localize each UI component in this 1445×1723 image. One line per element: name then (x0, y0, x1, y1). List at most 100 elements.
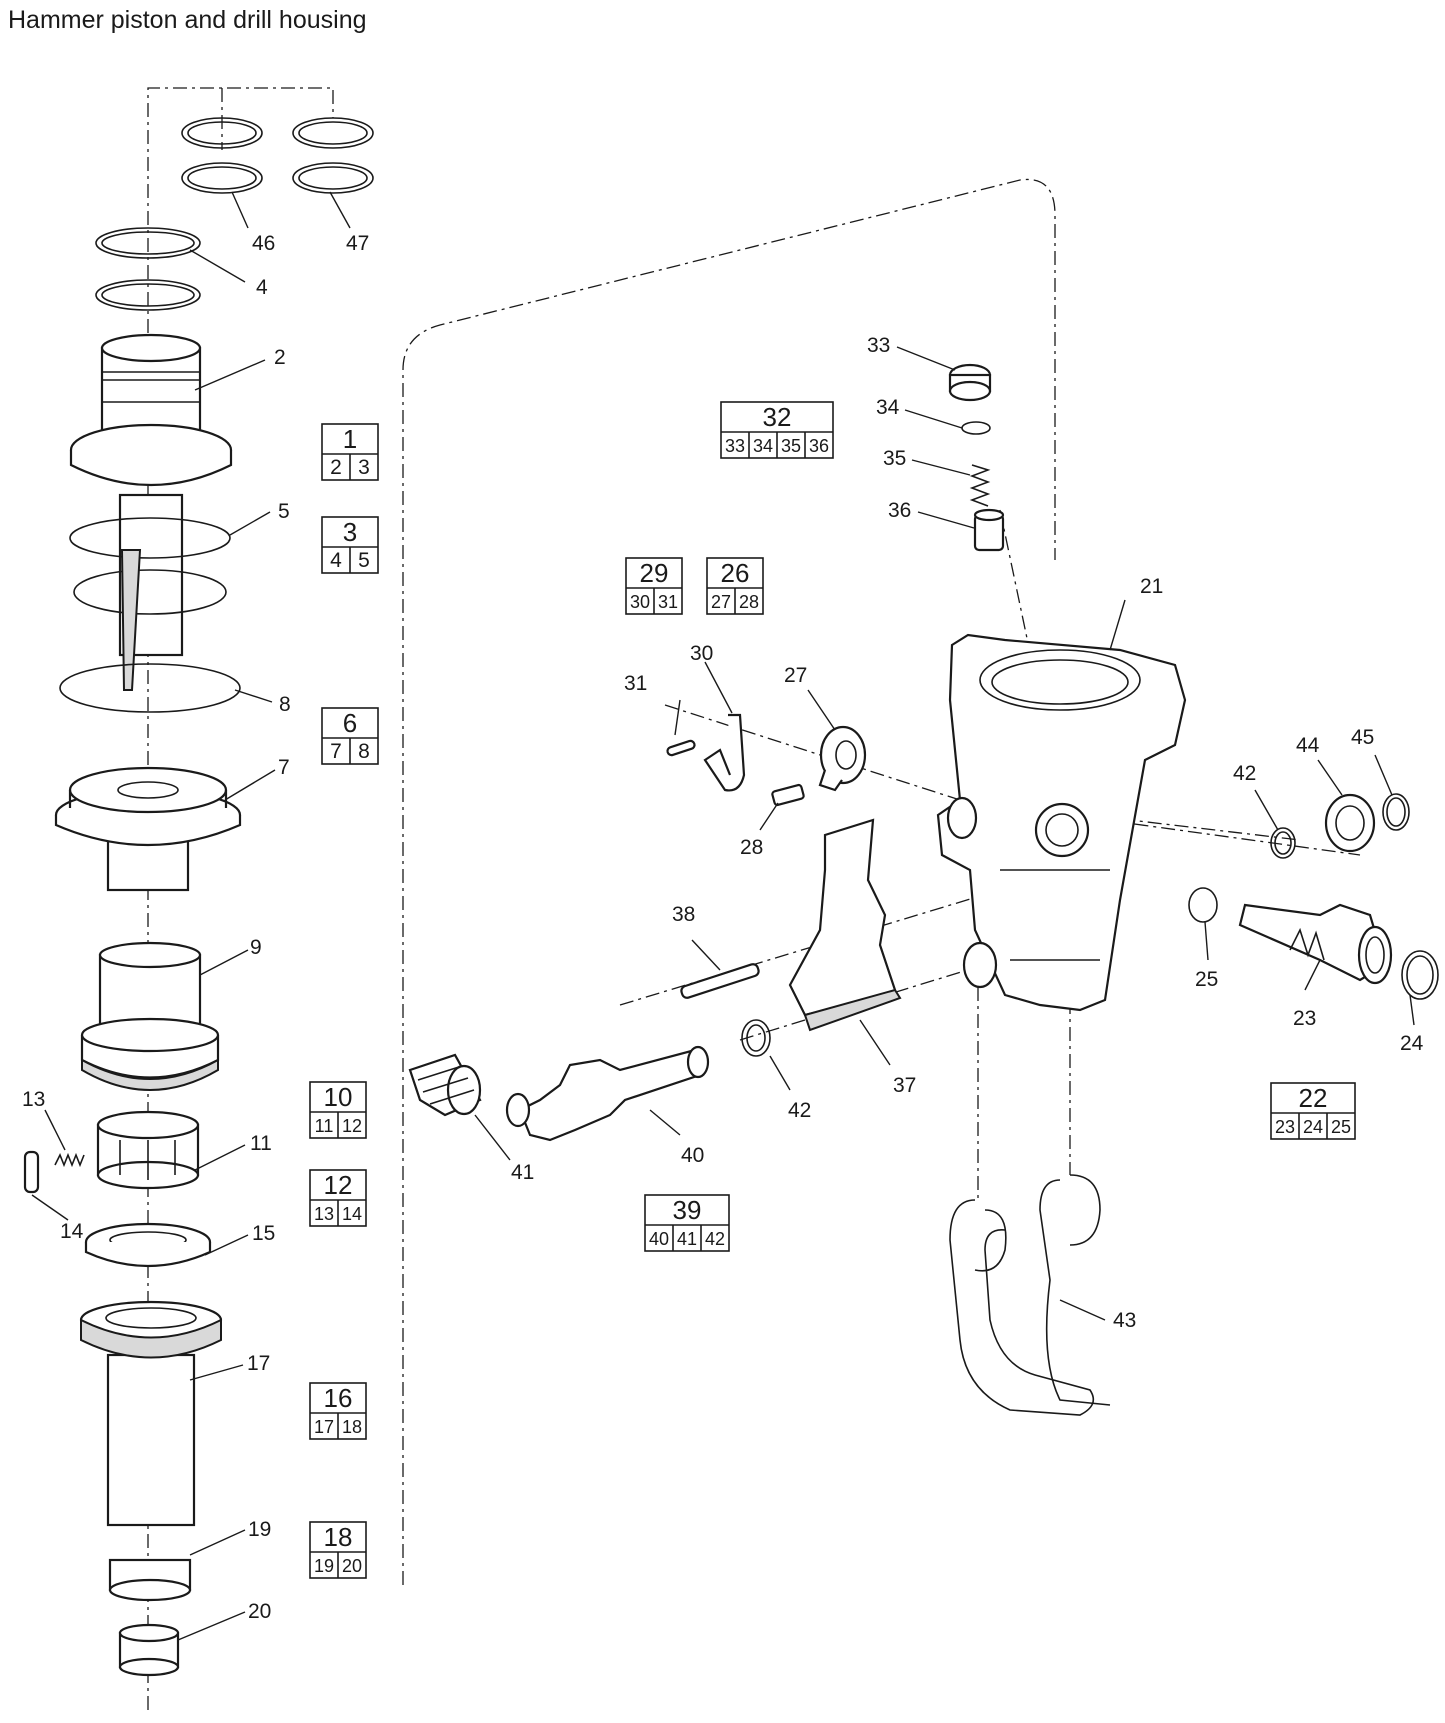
kit-main-number: 26 (721, 558, 750, 588)
label-43: 43 (1113, 1309, 1136, 1332)
kit-sub-number: 35 (781, 436, 801, 456)
kit-sub-number: 7 (330, 740, 342, 763)
kit-main-number: 16 (324, 1383, 353, 1413)
label-42-right: 42 (1233, 762, 1256, 785)
label-33: 33 (867, 334, 890, 357)
nut-44 (1324, 793, 1376, 853)
leader-lines (31, 191, 1415, 1641)
label-21: 21 (1140, 575, 1163, 598)
label-28: 28 (740, 836, 763, 859)
kit-sub-number: 25 (1331, 1117, 1351, 1137)
label-40: 40 (681, 1144, 704, 1167)
assembly-guide-lines (147, 87, 1361, 1710)
label-41: 41 (511, 1161, 534, 1184)
kit-sub-number: 11 (315, 1116, 334, 1136)
kit-main-number: 3 (343, 517, 357, 547)
pin-14 (23, 1150, 40, 1194)
kit-sub-number: 30 (630, 592, 650, 612)
kit-main-number: 29 (640, 558, 669, 588)
label-2: 2 (274, 346, 286, 369)
label-23: 23 (1293, 1007, 1316, 1030)
hose-43 (949, 1174, 1111, 1416)
kit-main-number: 22 (1299, 1083, 1328, 1113)
plug-33 (948, 363, 992, 402)
kit-main-number: 1 (343, 424, 357, 454)
o-ring-24 (1401, 950, 1439, 1000)
kit-sub-number: 24 (1303, 1117, 1323, 1137)
label-47: 47 (346, 232, 369, 255)
label-46: 46 (252, 232, 275, 255)
kit-sub-number: 12 (342, 1116, 362, 1136)
o-ring-42-left (741, 1019, 771, 1057)
rod-38 (680, 963, 760, 999)
label-5: 5 (278, 500, 290, 523)
kit-sub-number: 27 (711, 592, 731, 612)
kit-box-29: 29 30 31 (625, 557, 683, 615)
kit-box-10: 10 11 12 (309, 1081, 367, 1139)
label-30: 30 (690, 642, 713, 665)
kit-sub-number: 2 (330, 456, 342, 479)
kit-sub-number: 34 (753, 436, 773, 456)
bracket-27 (818, 725, 867, 792)
kit-sub-number: 8 (358, 740, 370, 763)
label-45: 45 (1351, 726, 1374, 749)
kit-main-number: 39 (673, 1195, 702, 1225)
gear-9 (80, 941, 220, 1091)
kit-main-number: 32 (763, 402, 792, 432)
label-14: 14 (60, 1220, 84, 1243)
gear-shaft-17 (79, 1300, 223, 1527)
nut-20 (118, 1623, 180, 1677)
o-ring-25 (1188, 887, 1218, 923)
label-19: 19 (248, 1518, 271, 1541)
bushing-7 (54, 766, 242, 892)
kit-box-26: 26 27 28 (706, 557, 764, 615)
bellows-41 (408, 1053, 482, 1117)
washer-15 (84, 1222, 212, 1268)
spring-35 (969, 464, 991, 507)
kit-box-frame (644, 1194, 730, 1252)
o-rings-5 (69, 517, 231, 691)
kit-main-number: 6 (343, 708, 357, 738)
label-42-left: 42 (788, 1099, 811, 1122)
kit-sub-number: 19 (314, 1556, 334, 1576)
circlip-45 (1382, 793, 1410, 831)
kit-sub-number: 20 (342, 1556, 362, 1576)
label-24: 24 (1400, 1032, 1424, 1055)
kit-box-frame (706, 557, 764, 615)
kit-main-number: 10 (324, 1082, 353, 1112)
kit-sub-number: 5 (358, 549, 370, 572)
retaining-rings-46 (181, 117, 263, 194)
label-8: 8 (279, 693, 291, 716)
label-9: 9 (250, 936, 262, 959)
kit-sub-number: 31 (658, 592, 678, 612)
clip-30 (703, 713, 746, 792)
o-ring-8 (59, 663, 241, 713)
sleeve-19 (108, 1558, 192, 1602)
label-34: 34 (876, 396, 900, 419)
kit-sub-number: 41 (677, 1229, 697, 1249)
kit-sub-number: 13 (314, 1204, 334, 1224)
label-31: 31 (624, 672, 647, 695)
screw-28 (771, 783, 805, 807)
kit-sub-number: 28 (739, 592, 759, 612)
kit-sub-number: 3 (358, 456, 370, 479)
label-44: 44 (1296, 734, 1320, 757)
kit-sub-number: 17 (314, 1417, 334, 1437)
page-title: Hammer piston and drill housing (8, 6, 367, 34)
kit-main-number: 12 (324, 1170, 353, 1200)
kit-sub-number: 33 (725, 436, 745, 456)
elbow-pipe-40 (505, 1045, 710, 1142)
label-20: 20 (248, 1600, 271, 1623)
drill-housing-21 (936, 633, 1187, 1012)
label-17: 17 (247, 1352, 270, 1375)
kit-box-frame (321, 707, 379, 765)
o-ring-42-right (1270, 827, 1296, 859)
